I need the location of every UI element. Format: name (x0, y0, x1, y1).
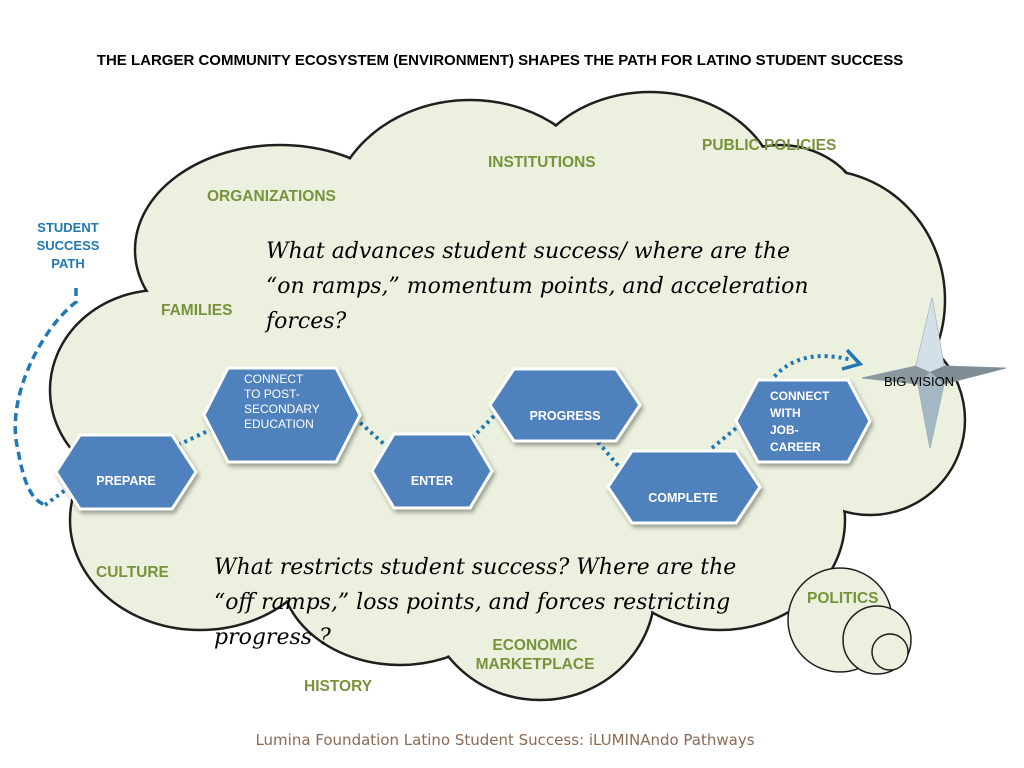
step-enter-label: ENTER (410, 474, 454, 488)
env-politics: POLITICS (807, 590, 879, 607)
hex-prepare (54, 433, 198, 511)
path-connector-4 (596, 440, 622, 470)
step-connect-post-secondary-label: CONNECT TO POST- SECONDARY EDUCATION (244, 372, 344, 432)
env-history: HISTORY (304, 678, 373, 695)
path-connector-start (43, 486, 70, 507)
question-restricts-line-3: progress ? (214, 625, 331, 650)
hex-connect-post-secondary (202, 366, 362, 464)
connect-job-line-4: CAREER (770, 440, 821, 454)
question-advances-line-3: forces? (266, 309, 347, 334)
step-progress-label: PROGRESS (529, 409, 601, 423)
step-connect-job-career-label: CONNECT WITH JOB- CAREER (770, 388, 830, 456)
big-vision-star-icon (861, 297, 1007, 449)
connect-post-line-3: SECONDARY (244, 402, 320, 416)
env-economic-line-1: ECONOMIC (492, 637, 578, 654)
connect-job-line-3: JOB- (770, 423, 799, 437)
footer-caption: Lumina Foundation Latino Student Success… (255, 731, 755, 749)
connect-job-line-2: WITH (770, 406, 801, 420)
arrow-head-icon (841, 348, 864, 371)
path-label-line-1: STUDENT (37, 220, 99, 235)
path-label-line-2: SUCCESS (36, 238, 100, 253)
step-prepare-label: PREPARE (96, 474, 156, 488)
env-economic-line-2: MARKETPLACE (475, 656, 595, 673)
path-label-line-3: PATH (51, 256, 85, 271)
path-connector-5 (710, 423, 742, 450)
hex-enter (370, 432, 494, 510)
student-success-path-label: STUDENT SUCCESS PATH (28, 219, 108, 273)
student-success-path-line (13, 288, 78, 507)
question-restricts-line-2: “off ramps,” loss points, and forces res… (214, 590, 731, 615)
thought-bubble-small (871, 633, 909, 671)
hex-connect-job-career (734, 378, 872, 464)
env-institutions: INSTITUTIONS (488, 154, 596, 171)
big-vision-label: BIG VISION (884, 374, 955, 389)
question-restricts: What restricts student success? Where ar… (214, 550, 736, 655)
step-complete-label: COMPLETE (648, 491, 718, 505)
path-connector-1 (177, 428, 211, 447)
env-organizations: ORGANIZATIONS (207, 188, 336, 205)
path-connector-vision (768, 354, 853, 384)
env-families: FAMILIES (161, 302, 233, 319)
question-restricts-line-1: What restricts student success? Where ar… (214, 555, 737, 580)
env-public-policies: PUBLIC POLICIES (702, 137, 837, 154)
question-advances-line-1: What advances student success/ where are… (266, 239, 791, 264)
step-hexagons (54, 366, 872, 525)
ecosystem-cloud (48, 90, 967, 702)
question-advances: What advances student success/ where are… (266, 234, 809, 339)
connect-job-line-1: CONNECT (770, 389, 830, 403)
env-culture: CULTURE (96, 564, 169, 581)
page-title: THE LARGER COMMUNITY ECOSYSTEM (ENVIRONM… (96, 52, 904, 69)
question-advances-line-2: “on ramps,” momentum points, and acceler… (266, 274, 809, 299)
env-economic-marketplace: ECONOMIC MARKETPLACE (470, 636, 600, 674)
hex-progress (488, 367, 642, 443)
connect-post-line-4: EDUCATION (244, 417, 314, 431)
connect-post-line-2: TO POST- (244, 387, 300, 401)
hex-complete (606, 449, 762, 525)
connect-post-line-1: CONNECT (244, 372, 304, 386)
